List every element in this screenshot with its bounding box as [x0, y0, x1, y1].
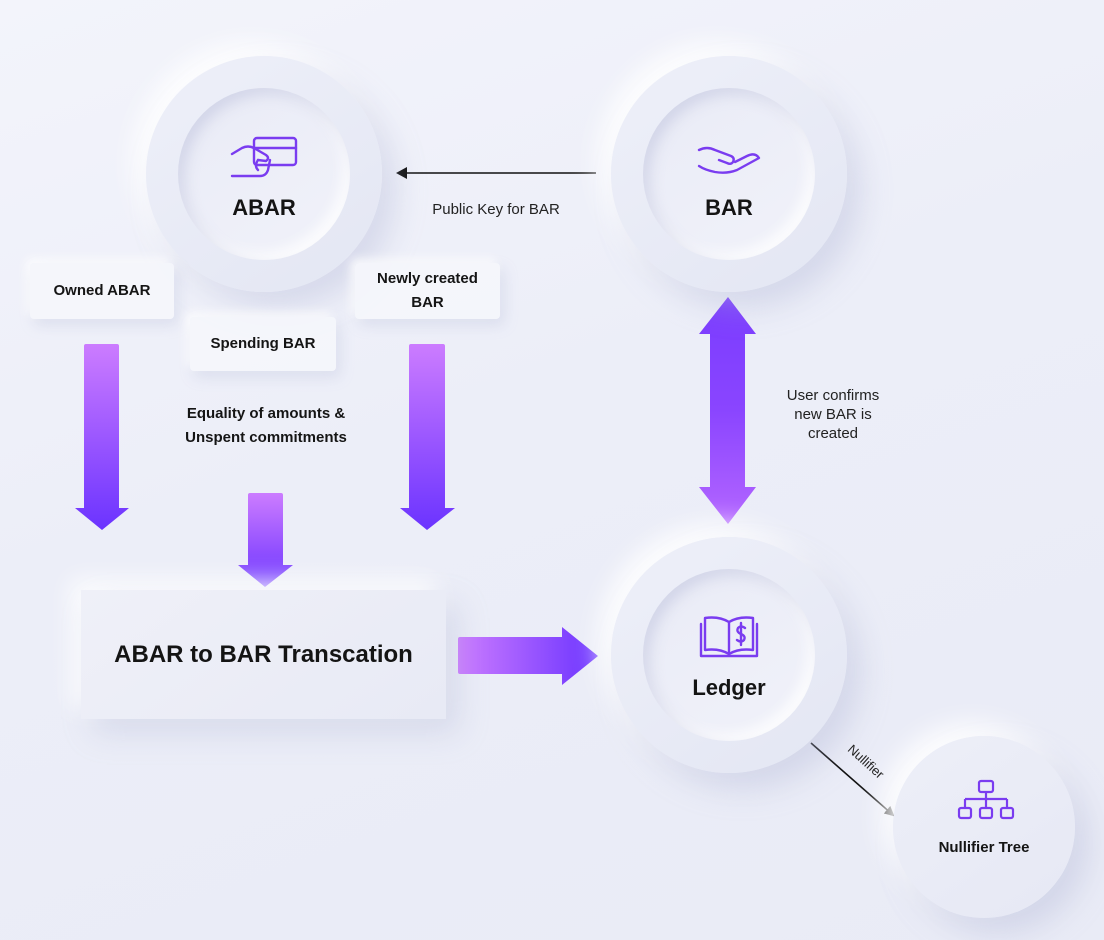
bar-title: BAR [705, 195, 753, 220]
transaction-to-ledger-arrow [458, 627, 598, 685]
ledger-book-dollar-icon [699, 616, 759, 658]
nullifier-arrow [810, 742, 895, 817]
nullifier-tree-title: Nullifier Tree [938, 839, 1030, 856]
equality-line1: Equality of amounts & [186, 405, 346, 422]
user-confirms-line3: created [807, 425, 859, 442]
hierarchy-tree-icon [957, 779, 1015, 820]
newly-created-line2: BAR [411, 294, 444, 311]
newly-created-down-arrow [400, 344, 455, 530]
owned-abar-label: Owned ABAR [30, 263, 174, 319]
public-key-caption: Public Key for BAR [432, 201, 560, 218]
bar-ledger-double-arrow [699, 297, 756, 524]
card-in-hand-icon [230, 136, 298, 178]
abar-to-bar-transaction-box: ABAR to BAR Transcation [81, 590, 446, 719]
equality-line2: Unspent commitments [185, 429, 347, 446]
abar-node: ABAR [146, 56, 382, 292]
newly-created-bar-label: Newly created BAR [355, 263, 500, 319]
ledger-node: Ledger [611, 537, 847, 773]
open-hand-icon [697, 146, 761, 174]
equality-down-arrow [238, 493, 293, 587]
user-confirms-line2: new BAR is [794, 406, 872, 423]
user-confirms-caption: User confirms new BAR is created [765, 386, 901, 443]
public-key-arrowhead [396, 167, 407, 179]
abar-title: ABAR [232, 195, 296, 220]
spending-bar-label: Spending BAR [190, 317, 336, 371]
nullifier-tree-node: Nullifier Tree [893, 736, 1075, 918]
user-confirms-line1: User confirms [786, 387, 880, 404]
bar-node: BAR [611, 56, 847, 292]
equality-caption: Equality of amounts & Unspent commitment… [150, 402, 382, 450]
ledger-title: Ledger [692, 675, 766, 700]
newly-created-line1: Newly created [377, 270, 478, 287]
owned-abar-down-arrow [75, 344, 129, 530]
